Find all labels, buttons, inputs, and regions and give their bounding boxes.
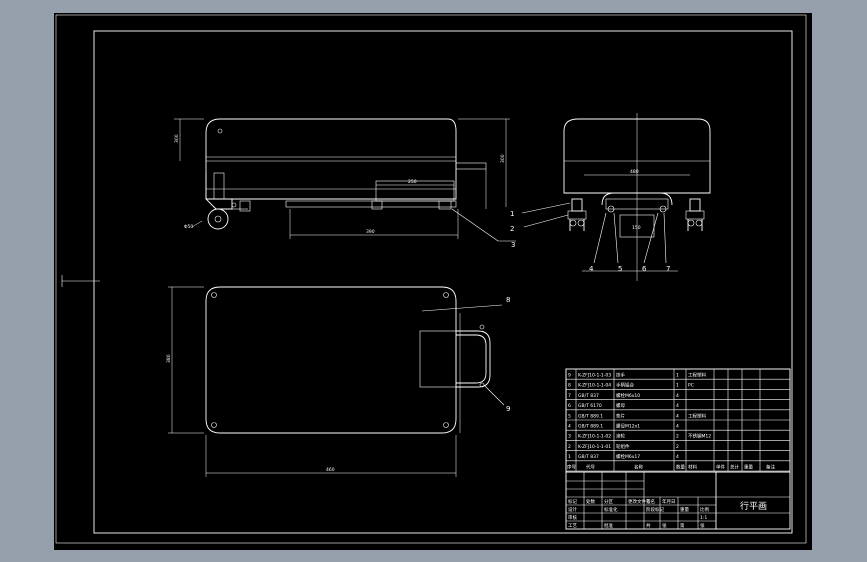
- bom-cell: GB/T 889.1: [578, 424, 603, 430]
- bom-cell: PC: [688, 383, 694, 389]
- bom-header-cell: 序号: [567, 463, 576, 470]
- bom-cell: K-ZFJ10-1-1-02: [578, 434, 611, 440]
- balloon-6: 6: [642, 265, 647, 273]
- bom-cell: 轮组件: [616, 443, 630, 450]
- cad-viewport[interactable]: 300 300 390 250 Φ50: [54, 13, 812, 550]
- tb-label-change: 更改文件号: [628, 498, 651, 505]
- bom-cell: 6: [568, 403, 571, 409]
- balloon-5: 5: [618, 265, 622, 273]
- drawing-title: 行平画: [740, 500, 767, 512]
- dim-side-height: 300: [174, 134, 180, 143]
- bom-cell: 4: [676, 413, 679, 419]
- tb-label-sign: 签名: [646, 498, 655, 505]
- dim-wheel: Φ50: [184, 224, 193, 230]
- bom-header-cell: 材料: [688, 463, 697, 470]
- bom-cell: 9: [568, 373, 571, 379]
- tb-label-weight: 重量: [680, 506, 689, 513]
- bom-header-cell: 总计: [730, 463, 739, 470]
- bom-cell: 4: [676, 403, 679, 409]
- tb-label-total: 共: [646, 522, 651, 529]
- tb-label-stage: 阶段标记: [646, 506, 664, 513]
- balloon-9: 9: [506, 405, 510, 413]
- bom-cell: 3: [568, 434, 571, 440]
- dim-plan-depth: 380: [166, 354, 172, 363]
- bom-cell: 螺母M12x1: [616, 423, 640, 430]
- tb-label-design: 设计: [568, 506, 577, 513]
- dim-front-width: 480: [630, 169, 639, 175]
- dim-total-height: 300: [500, 154, 506, 163]
- bom-header-cell: 备注: [766, 463, 775, 470]
- tb-label-sheets: 张: [662, 522, 667, 529]
- bom-cell: 7: [568, 393, 571, 399]
- tb-label-page-sheets: 张: [700, 522, 705, 529]
- bom-cell: 滚轮: [616, 433, 625, 440]
- plan-view: 380 460: [166, 286, 505, 477]
- tb-label-scale: 比例: [700, 506, 709, 513]
- bom-cell: 4: [676, 424, 679, 430]
- bom-cell: 工程塑料: [688, 372, 706, 379]
- balloon-4: 4: [589, 265, 594, 273]
- title-block: 9 K-ZFJ10-1-1-03 扶手 1 工程塑料 8 K-ZFJ10-1-1-04 手柄铝…: [565, 368, 791, 530]
- bom-cell: K-ZFJ10-1-1-04: [578, 383, 611, 389]
- tb-label-mark: 标记: [568, 498, 577, 505]
- tb-scale-value: 1:1: [700, 515, 707, 521]
- bill-of-materials: 9 K-ZFJ10-1-1-03 扶手 1 工程塑料 8 K-ZFJ10-1-1-04 手柄铝…: [565, 368, 791, 472]
- tb-label-process: 工艺: [568, 523, 577, 529]
- dim-side-length: 390: [366, 229, 375, 235]
- bom-header-cell: 代号: [586, 463, 595, 470]
- engineering-drawing: 300 300 390 250 Φ50: [55, 14, 807, 544]
- balloon-8: 8: [506, 296, 510, 304]
- bom-cell: 2: [676, 444, 679, 450]
- balloon-2: 2: [510, 225, 514, 233]
- bom-cell: 2: [568, 444, 571, 450]
- bom-cell: 1: [568, 454, 571, 460]
- bom-cell: 螺栓M6x10: [616, 392, 640, 399]
- bom-cell: 5: [568, 413, 571, 419]
- side-view: 300 300 390 250 Φ50: [174, 118, 516, 242]
- tb-label-page: 第: [680, 522, 685, 529]
- bom-cell: 工程塑料: [688, 412, 706, 419]
- bom-cell: 8: [568, 383, 571, 389]
- bom-cell: 手柄铝合: [616, 382, 634, 389]
- bom-header-cell: 数量: [676, 463, 685, 470]
- bom-header-cell: 重量: [744, 463, 753, 470]
- bom-cell: 垫片: [616, 412, 625, 419]
- bom-header-cell: 名称: [634, 463, 643, 470]
- bom-cell: 4: [676, 393, 679, 399]
- bom-cell: K-ZFJ10-1-1-01: [578, 444, 611, 450]
- balloon-7: 7: [666, 265, 670, 273]
- bom-cell: GB/T 837: [578, 454, 599, 460]
- bom-cell: 扶手: [616, 372, 625, 379]
- bom-cell: 不锈钢M12: [688, 433, 711, 440]
- balloon-3: 3: [511, 241, 515, 249]
- sheet-border: [55, 14, 807, 544]
- bom-cell: 4: [676, 454, 679, 460]
- tb-label-standard: 标准化: [604, 506, 618, 513]
- bom-cell: 1: [676, 373, 679, 379]
- bom-cell: GB/T 889.1: [578, 413, 603, 419]
- drawing-frame: [93, 30, 793, 534]
- balloon-1: 1: [510, 210, 514, 218]
- tb-label-zone: 分区: [604, 498, 613, 505]
- front-view: 480 150: [521, 113, 711, 281]
- tb-label-approve: 批准: [604, 522, 613, 529]
- bom-cell: GB/T 837: [578, 393, 599, 399]
- dim-side-offset: 250: [408, 179, 417, 185]
- balloon-labels: 1 2 3 4 5 6 7 8 9: [506, 210, 670, 413]
- bom-cell: 2: [676, 434, 679, 440]
- tb-label-count: 处数: [586, 498, 595, 505]
- dim-plan-width: 460: [326, 467, 335, 473]
- bom-cell: 1: [676, 383, 679, 389]
- bom-header-cell: 单件: [716, 463, 725, 470]
- bom-cell: K-ZFJ10-1-1-03: [578, 373, 611, 379]
- bom-cell: 螺栓M6x17: [616, 453, 640, 460]
- bom-cell: 4: [568, 424, 571, 430]
- dim-mount: 150: [632, 225, 641, 231]
- tb-label-date: 年月日: [662, 498, 676, 505]
- bom-cell: GB/T 6170: [578, 403, 602, 409]
- bom-cell: 螺母: [616, 402, 625, 409]
- tb-label-review: 审核: [568, 514, 577, 521]
